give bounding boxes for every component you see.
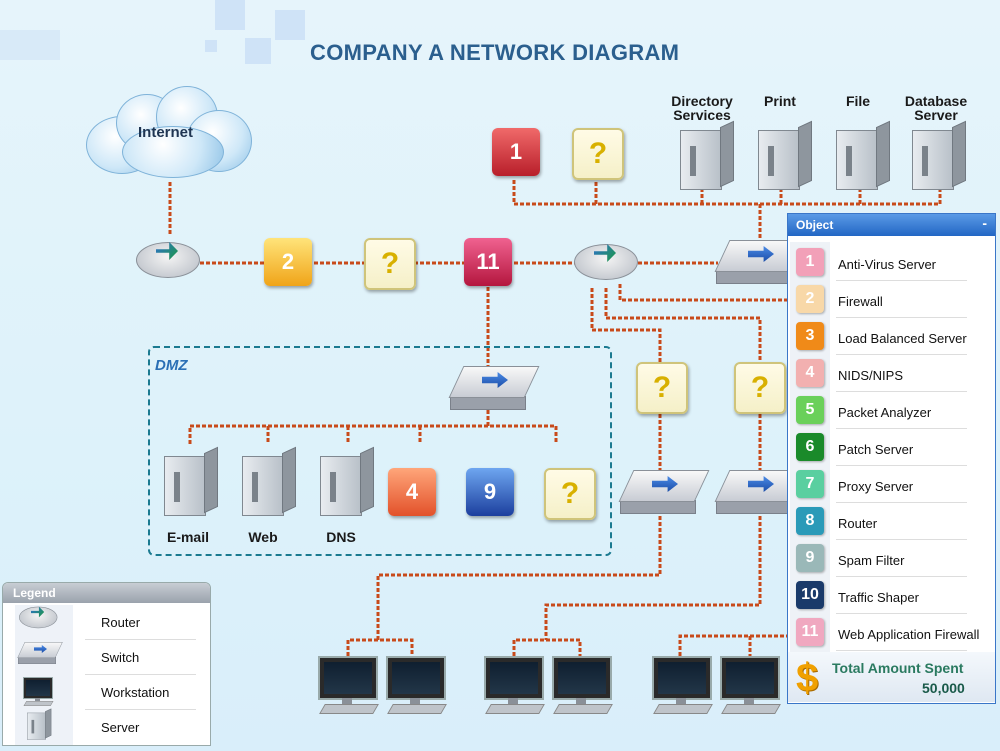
object-label: Router — [838, 516, 878, 531]
dmz-label: DMZ — [155, 357, 188, 374]
legend-item-server: Server — [3, 708, 210, 745]
object-item[interactable]: 4 NIDS/NIPS — [788, 355, 995, 392]
server-icon — [912, 120, 966, 190]
object-label: Load Balanced Server — [838, 331, 967, 346]
object-label: Proxy Server — [838, 479, 914, 494]
legend-item-switch: Switch — [3, 640, 210, 675]
server-icon — [680, 120, 734, 190]
label-email: E-mail — [166, 529, 209, 545]
tile-placeholder-3[interactable]: ? — [636, 362, 688, 414]
switch-access-1 — [618, 470, 710, 514]
legend-panel: Legend Router Switch Workstation Server — [2, 582, 211, 746]
tile-1[interactable]: 1 — [492, 128, 540, 176]
object-number-badge[interactable]: 2 — [796, 285, 824, 313]
object-label: Packet Analyzer — [838, 405, 932, 420]
server-email — [164, 446, 218, 516]
server-icon — [27, 708, 52, 740]
tile-placeholder-1[interactable]: ? — [364, 238, 416, 290]
object-item[interactable]: 10 Traffic Shaper — [788, 577, 995, 614]
switch-dmz — [448, 366, 540, 410]
workstation — [552, 656, 613, 714]
object-item[interactable]: 3 Load Balanced Server — [788, 318, 995, 355]
workstation — [484, 656, 545, 714]
object-number-badge[interactable]: 8 — [796, 507, 824, 535]
workstation — [652, 656, 713, 714]
page-title: COMPANY A NETWORK DIAGRAM — [310, 40, 680, 65]
server-label-database: Database Server — [904, 93, 968, 123]
object-number-badge[interactable]: 6 — [796, 433, 824, 461]
object-label: Web Application Firewall — [838, 627, 980, 642]
object-number-badge[interactable]: 7 — [796, 470, 824, 498]
switch-icon — [17, 642, 63, 664]
total-amount: $ Total Amount Spent 50,000 — [788, 652, 995, 702]
tile-placeholder-2[interactable]: ? — [572, 128, 624, 180]
router-icon — [19, 603, 58, 629]
object-number-badge[interactable]: 5 — [796, 396, 824, 424]
workstation — [318, 656, 379, 714]
object-item[interactable]: 11 Web Application Firewall — [788, 614, 995, 651]
server-label-directory: Directory Services — [671, 93, 733, 123]
legend-item-router: Router — [3, 605, 210, 640]
object-label: Anti-Virus Server — [838, 257, 937, 272]
switch-access-2 — [714, 470, 806, 514]
server-icon — [758, 120, 812, 190]
tile-2[interactable]: 2 — [264, 238, 312, 286]
server-label-print: Print — [764, 93, 796, 109]
tile-11[interactable]: 11 — [464, 238, 512, 286]
label-web: Web — [248, 529, 278, 545]
switch-core — [714, 240, 806, 284]
total-label: Total Amount Spent — [832, 660, 964, 676]
legend-header: Legend — [3, 583, 210, 603]
router-edge — [136, 236, 200, 278]
object-item[interactable]: 6 Patch Server — [788, 429, 995, 466]
object-label: Patch Server — [838, 442, 914, 457]
object-item[interactable]: 5 Packet Analyzer — [788, 392, 995, 429]
tile-placeholder-4[interactable]: ? — [734, 362, 786, 414]
minimize-button[interactable]: - — [982, 215, 987, 231]
label-dns: DNS — [326, 529, 356, 545]
internet-cloud: Internet — [86, 86, 252, 178]
object-label: Firewall — [838, 294, 883, 309]
object-number-badge[interactable]: 11 — [796, 618, 824, 646]
dmz-zone — [148, 346, 612, 556]
server-label-file: File — [845, 93, 871, 109]
object-item[interactable]: 8 Router — [788, 503, 995, 540]
legend-item-workstation: Workstation — [3, 675, 210, 710]
object-number-badge[interactable]: 4 — [796, 359, 824, 387]
object-label: Traffic Shaper — [838, 590, 919, 605]
dollar-icon: $ — [796, 656, 819, 700]
object-item[interactable]: 2 Firewall — [788, 281, 995, 318]
object-label: Spam Filter — [838, 553, 905, 568]
object-number-badge[interactable]: 3 — [796, 322, 824, 350]
tile-placeholder-5[interactable]: ? — [544, 468, 596, 520]
object-number-badge[interactable]: 9 — [796, 544, 824, 572]
object-item[interactable]: 9 Spam Filter — [788, 540, 995, 577]
tile-4[interactable]: 4 — [388, 468, 436, 516]
server-dns — [320, 446, 374, 516]
object-panel: Object - 1 Anti-Virus Server 2 Firewall 3 Loa… — [787, 213, 996, 704]
workstation — [720, 656, 781, 714]
total-value: 50,000 — [922, 680, 965, 696]
internet-label: Internet — [138, 124, 194, 141]
tile-9[interactable]: 9 — [466, 468, 514, 516]
router-core — [574, 238, 638, 280]
object-item[interactable]: 7 Proxy Server — [788, 466, 995, 503]
server-web — [242, 446, 296, 516]
workstation-icon — [23, 677, 54, 706]
workstation — [386, 656, 447, 714]
object-item[interactable]: 1 Anti-Virus Server — [788, 244, 995, 281]
object-label: NIDS/NIPS — [838, 368, 904, 383]
server-icon — [836, 120, 890, 190]
object-number-badge[interactable]: 10 — [796, 581, 824, 609]
object-panel-header: Object - — [788, 214, 995, 236]
object-number-badge[interactable]: 1 — [796, 248, 824, 276]
